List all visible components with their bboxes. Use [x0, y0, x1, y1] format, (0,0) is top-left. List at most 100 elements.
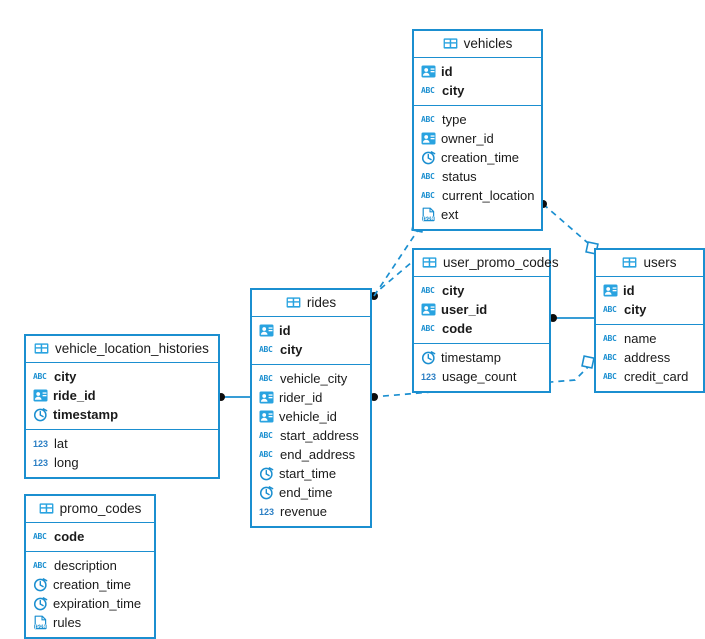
column-row[interactable]: expiration_time	[26, 594, 154, 613]
column-row[interactable]: timestamp	[414, 348, 549, 367]
table-header-users[interactable]: users	[596, 250, 703, 277]
column-row[interactable]: creation_time	[26, 575, 154, 594]
column-label: user_id	[441, 302, 488, 317]
table-header-vehicles[interactable]: vehicles	[414, 31, 541, 58]
svg-text:JSON: JSON	[34, 624, 46, 629]
table-header-user_promo_codes[interactable]: user_promo_codes	[414, 250, 559, 277]
key-column-icon	[421, 302, 436, 317]
column-row[interactable]: ABC address	[596, 348, 703, 367]
column-label: city	[54, 369, 77, 384]
key-column-icon	[259, 409, 274, 424]
table-icon	[622, 255, 637, 270]
column-label: creation_time	[441, 150, 520, 165]
column-label: description	[54, 558, 117, 573]
column-label: status	[442, 169, 477, 184]
table-title: user_promo_codes	[443, 255, 559, 270]
column-row[interactable]: timestamp	[26, 405, 218, 424]
column-row[interactable]: id	[252, 321, 370, 340]
string-column-icon: ABC	[421, 324, 435, 333]
column-row[interactable]: creation_time	[414, 148, 541, 167]
column-label: credit_card	[624, 369, 689, 384]
column-label: ride_id	[53, 388, 96, 403]
column-row[interactable]: vehicle_id	[252, 407, 370, 426]
relationship-line-rides-user_promo_codes[interactable]	[371, 261, 413, 297]
timestamp-column-icon	[421, 150, 436, 165]
column-label: lat	[54, 436, 68, 451]
string-column-icon: ABC	[421, 115, 435, 124]
table-title: vehicle_location_histories	[55, 341, 209, 356]
timestamp-column-icon	[259, 485, 274, 500]
column-row[interactable]: ABC description	[26, 556, 154, 575]
table-icon	[34, 341, 49, 356]
column-label: vehicle_city	[280, 371, 348, 386]
string-column-icon: ABC	[421, 286, 435, 295]
column-row[interactable]: 123 usage_count	[414, 367, 549, 386]
column-row[interactable]: owner_id	[414, 129, 541, 148]
table-icon	[286, 295, 301, 310]
number-column-icon: 123	[33, 458, 49, 468]
column-row[interactable]: id	[414, 62, 541, 81]
column-row[interactable]: ABC status	[414, 167, 541, 186]
table-icon	[422, 255, 437, 270]
string-column-icon: ABC	[33, 561, 47, 570]
column-row[interactable]: id	[596, 281, 703, 300]
column-label: usage_count	[442, 369, 517, 384]
string-column-icon: ABC	[421, 172, 435, 181]
column-label: code	[54, 529, 85, 544]
json-column-icon: JSON	[421, 207, 436, 222]
column-row[interactable]: start_time	[252, 464, 370, 483]
column-row[interactable]: rider_id	[252, 388, 370, 407]
relationship-line-vehicles-users[interactable]	[542, 203, 597, 251]
column-label: city	[280, 342, 303, 357]
timestamp-column-icon	[33, 596, 48, 611]
table-icon	[443, 36, 458, 51]
number-column-icon: 123	[259, 507, 275, 517]
table-header-vehicle_location_histories[interactable]: vehicle_location_histories	[26, 336, 218, 363]
table-header-promo_codes[interactable]: promo_codes	[26, 496, 154, 523]
string-column-icon: ABC	[259, 431, 273, 440]
column-row[interactable]: ride_id	[26, 386, 218, 405]
column-row[interactable]: user_id	[414, 300, 549, 319]
string-column-icon: ABC	[259, 450, 273, 459]
string-column-icon: ABC	[603, 353, 617, 362]
column-label: id	[279, 323, 291, 338]
key-column-icon	[603, 283, 618, 298]
table-header-rides[interactable]: rides	[252, 290, 370, 317]
number-column-icon: 123	[421, 372, 437, 382]
string-column-icon: ABC	[603, 334, 617, 343]
column-row[interactable]: end_time	[252, 483, 370, 502]
column-label: address	[624, 350, 671, 365]
